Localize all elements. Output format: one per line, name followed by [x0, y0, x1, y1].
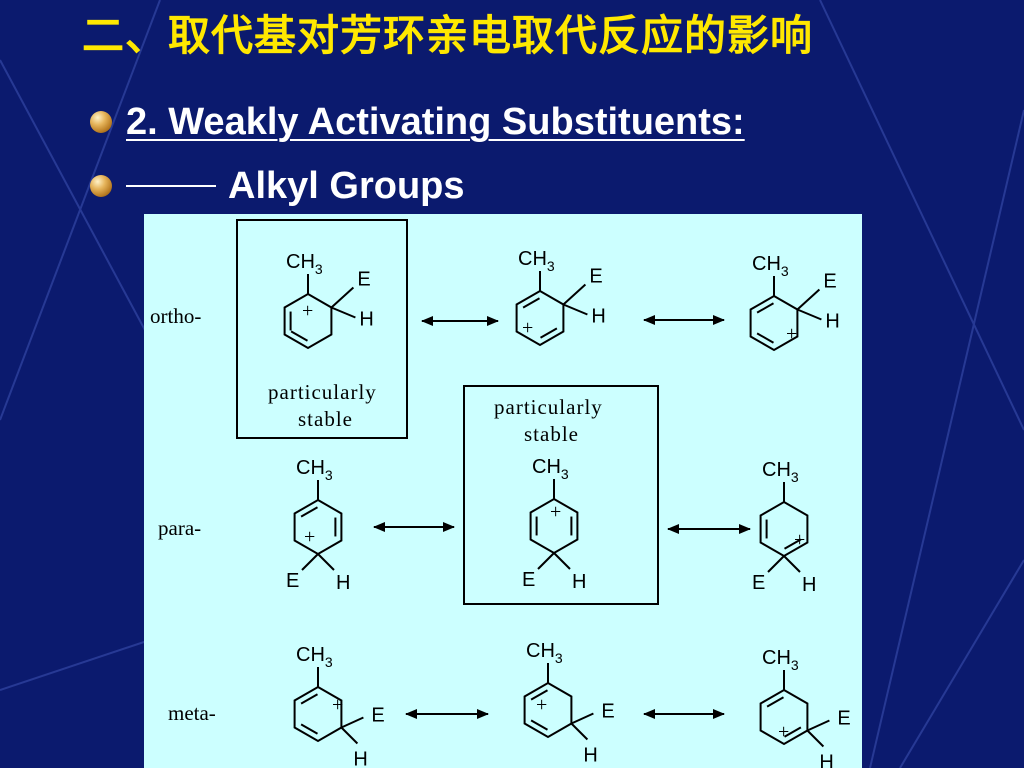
gold-sphere-bullet-icon — [90, 175, 112, 197]
double-bond-line — [300, 723, 318, 735]
double-bond-line — [756, 302, 774, 314]
hydrogen-label: H — [359, 309, 373, 331]
row-label-para: para- — [158, 516, 201, 540]
electrophile-label: E — [522, 569, 535, 591]
hydrogen-bond — [797, 308, 822, 321]
ring-bond — [293, 685, 343, 743]
note-line-1: particularly — [268, 380, 377, 404]
carbocation-charge: + — [794, 529, 805, 551]
hydrogen-bond — [806, 729, 825, 748]
bullet-item-weakly-activating: 2. Weakly Activating Substituents: — [90, 96, 745, 148]
note-line-1: particularly — [494, 395, 603, 419]
electrophile-bond — [340, 716, 364, 729]
electrophile-bond — [301, 553, 319, 571]
electrophile-bond — [767, 555, 785, 573]
hydrogen-label: H — [802, 574, 816, 596]
resonance-diagram: ortho- para- meta- particularly stable p… — [144, 214, 862, 768]
electrophile-bond — [570, 712, 594, 725]
electrophile-label: E — [357, 269, 370, 291]
carbocation-charge: + — [332, 694, 343, 716]
row-label-ortho: ortho- — [150, 304, 201, 328]
methyl-group: CH3 — [762, 647, 799, 673]
double-bond-line — [756, 332, 774, 344]
hydrogen-label: H — [572, 571, 586, 593]
hydrogen-bond — [340, 726, 359, 745]
hydrogen-label: H — [591, 306, 605, 328]
carbocation-charge: + — [550, 501, 561, 523]
electrophile-label: E — [286, 570, 299, 592]
gold-sphere-bullet-icon — [90, 111, 112, 133]
double-bond-line — [530, 689, 548, 701]
electrophile-label: E — [601, 701, 614, 723]
highlight-box-ortho — [236, 219, 408, 439]
carbocation-charge: + — [778, 721, 789, 743]
hydrogen-label: H — [819, 752, 833, 768]
double-bond-line — [522, 297, 540, 309]
electrophile-bond — [806, 719, 830, 732]
note-line-2: stable — [524, 422, 579, 446]
electrophile-label: E — [752, 572, 765, 594]
double-bond-line — [540, 327, 558, 339]
electrophile-bond — [796, 288, 821, 311]
em-dash — [126, 185, 216, 187]
hydrogen-bond — [553, 552, 571, 570]
hydrogen-label: H — [336, 572, 350, 594]
ring-bond — [523, 681, 573, 739]
double-bond-line — [530, 719, 548, 731]
hydrogen-bond — [563, 303, 588, 316]
carbocation-charge: + — [786, 323, 797, 345]
ring-bond — [759, 688, 809, 746]
electrophile-bond — [330, 286, 355, 309]
hydrogen-bond — [570, 722, 589, 741]
double-bond-line — [766, 696, 784, 708]
carbocation-charge: + — [302, 300, 313, 322]
double-bond-line — [300, 693, 318, 705]
methyl-group: CH3 — [532, 456, 569, 482]
note-line-2: stable — [298, 407, 353, 431]
highlight-box-para — [463, 385, 659, 605]
double-bond-line — [784, 538, 802, 550]
electrophile-bond — [562, 283, 587, 306]
bullet-text: 2. Weakly Activating Substituents: — [126, 101, 745, 143]
slide-title: 二、取代基对芳环亲电取代反应的影响 — [82, 11, 814, 60]
hydrogen-bond — [783, 555, 801, 573]
carbocation-charge: + — [536, 694, 547, 716]
hydrogen-label: H — [583, 745, 597, 767]
diagram-panel — [144, 214, 862, 768]
hydrogen-label: H — [825, 311, 839, 333]
bullet-text: Alkyl Groups — [228, 165, 465, 207]
carbocation-charge: + — [304, 526, 315, 548]
hydrogen-label: H — [353, 749, 367, 768]
electrophile-label: E — [371, 705, 384, 727]
electrophile-label: E — [589, 266, 602, 288]
electrophile-label: E — [837, 708, 850, 730]
row-label-meta: meta- — [168, 701, 216, 725]
hydrogen-bond — [317, 553, 335, 571]
hydrogen-bond — [331, 306, 356, 319]
double-bond-line — [290, 330, 308, 342]
electrophile-label: E — [823, 271, 836, 293]
double-bond-line — [300, 506, 318, 518]
carbocation-charge: + — [522, 317, 533, 339]
bullet-item-alkyl-groups: Alkyl Groups — [90, 160, 465, 212]
double-bond-line — [784, 726, 802, 738]
electrophile-bond — [537, 552, 555, 570]
